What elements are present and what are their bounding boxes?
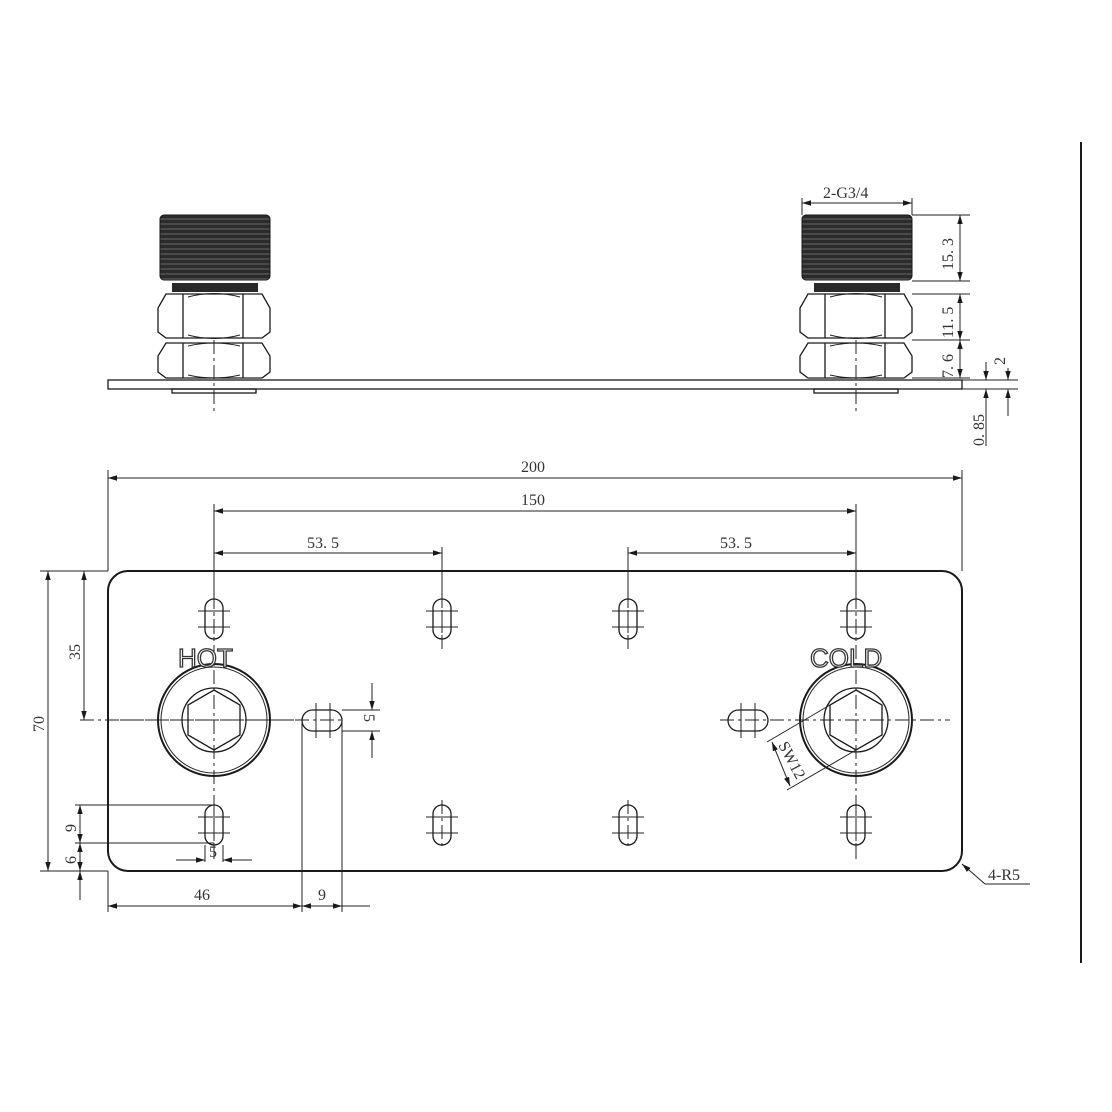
dim-thread-spec: 2-G3/4 xyxy=(823,185,868,202)
dim-corner-radius: 4-R5 xyxy=(988,867,1020,884)
slot xyxy=(426,800,458,850)
dim-side-slot-width: 5 xyxy=(360,714,377,722)
label-cold: COLD xyxy=(810,643,882,673)
dim-slot-edge: 6 xyxy=(63,856,80,864)
dim-thread-height: 15. 3 xyxy=(940,238,957,270)
fitting-right-side xyxy=(799,214,913,412)
fitting-left-side xyxy=(157,214,271,412)
plate-outline xyxy=(107,570,963,872)
thread-left xyxy=(159,214,271,281)
side-plate xyxy=(107,379,963,390)
dim-slot-pitch: 9 xyxy=(63,824,80,832)
dim-nut-upper: 11. 5 xyxy=(940,307,957,338)
plan-view: 200 150 53. 5 53. 5 xyxy=(31,459,1030,912)
dim-plate-thickness: 2 xyxy=(992,357,1009,365)
hex-socket-icon xyxy=(187,689,241,751)
dim-hole-offset-left: 53. 5 xyxy=(307,535,339,552)
dim-left-offset: 46 xyxy=(194,887,210,904)
dim-nut-lower: 7. 6 xyxy=(940,354,957,378)
neck-left xyxy=(172,283,258,292)
nut-upper-left xyxy=(157,293,271,339)
cold-fitting: COLD SW12 xyxy=(766,642,913,791)
hot-fitting: HOT xyxy=(157,642,271,777)
dim-side-slot-length: 9 xyxy=(318,887,326,904)
neck-right xyxy=(814,283,900,292)
nut-lower-right xyxy=(799,342,913,379)
dim-center-height: 35 xyxy=(67,644,84,660)
slot xyxy=(612,800,644,850)
dim-washer: 0. 85 xyxy=(971,414,988,446)
mounting-slots xyxy=(198,594,872,850)
dim-overall-width: 200 xyxy=(521,459,545,476)
dim-hole-offset-right: 53. 5 xyxy=(720,535,752,552)
thread-right xyxy=(801,214,913,281)
dim-slot-width: 5 xyxy=(209,844,217,861)
hot-fitting-outer xyxy=(157,663,271,777)
cold-fitting-outer xyxy=(799,663,913,777)
dim-fitting-spacing: 150 xyxy=(521,492,545,509)
nut-lower-left xyxy=(157,342,271,379)
label-hot: HOT xyxy=(178,643,233,673)
nut-upper-right xyxy=(799,293,913,339)
dim-overall-height: 70 xyxy=(31,716,48,732)
side-view: 2-G3/4 15. 3 11. 5 7. 6 2 0. 85 xyxy=(107,185,1018,446)
